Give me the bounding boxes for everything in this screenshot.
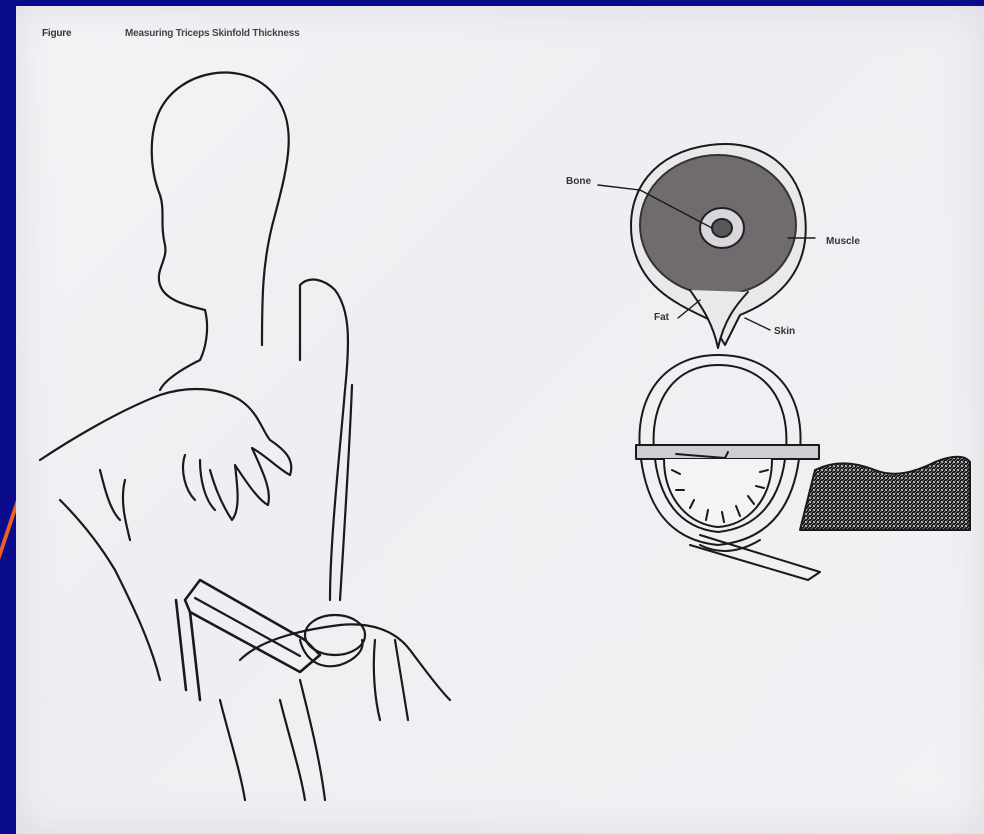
bone-inner bbox=[712, 219, 732, 237]
fat-label: Fat bbox=[654, 312, 669, 323]
tissue-block bbox=[800, 457, 970, 530]
muscle-label: Muscle bbox=[826, 236, 860, 247]
skin-label: Skin bbox=[774, 326, 795, 337]
skin-fold bbox=[690, 290, 748, 348]
skin-leader-line bbox=[745, 318, 770, 330]
caliper-lower-ring bbox=[700, 540, 760, 551]
bone-label: Bone bbox=[566, 176, 591, 187]
